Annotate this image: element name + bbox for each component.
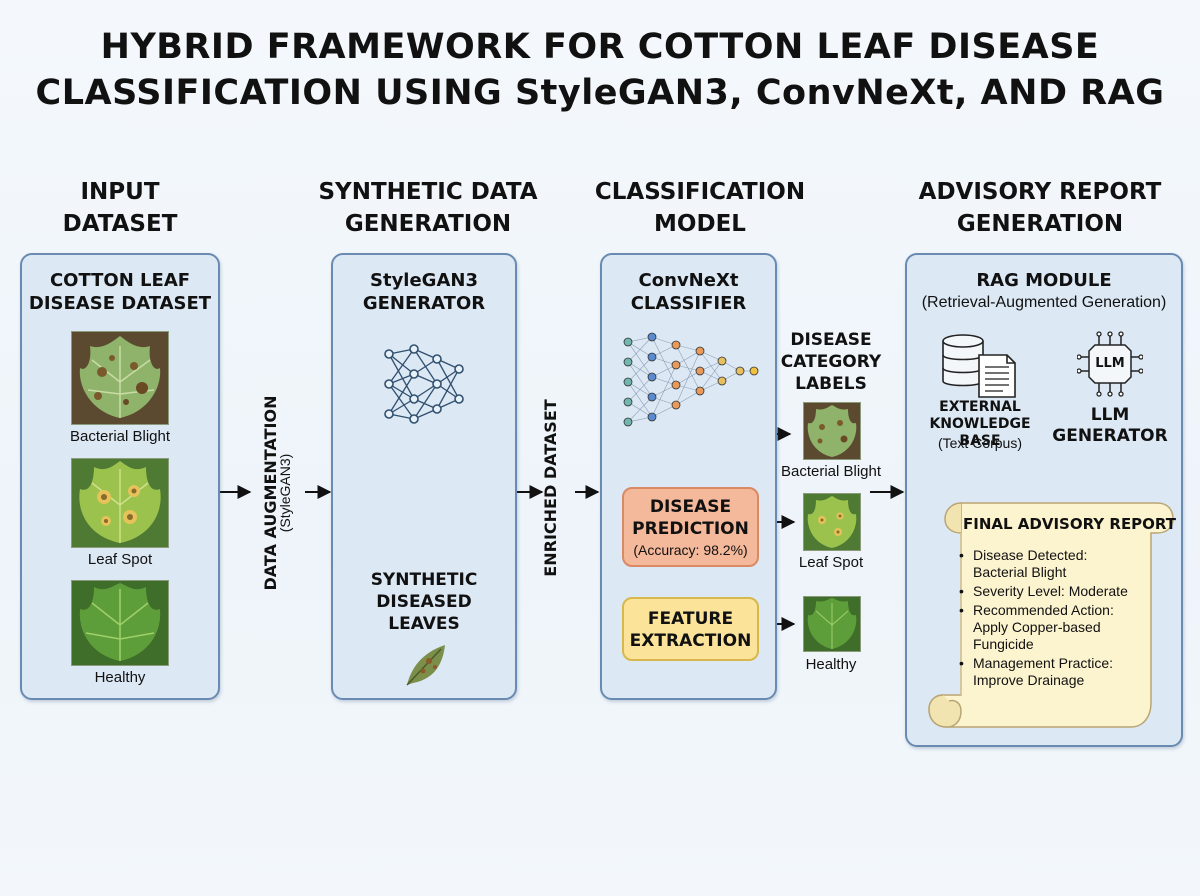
category-healthy-image (803, 596, 861, 652)
report-title: FINAL ADVISORY REPORT (963, 515, 1177, 533)
enriched-dataset-label: ENRICHED DATASET (541, 399, 560, 577)
report-item-action: Recommended Action: Apply Copper-based F… (959, 602, 1139, 653)
category-healthy-label: Healthy (805, 656, 857, 673)
knowledge-base-sub: (Text Corpus) (937, 435, 1023, 451)
llm-icon-text: LLM (1095, 356, 1125, 371)
title-line-2: CLASSIFICATION USING StyleGAN3, ConvNeXt… (35, 73, 1165, 113)
disease-prediction-box: DISEASE PREDICTION (Accuracy: 98.2%) (622, 487, 759, 567)
category-bacterial-blight-image (803, 402, 861, 460)
input-panel-title: COTTON LEAF DISEASE DATASET (28, 270, 212, 314)
healthy-leaf-image (71, 580, 169, 666)
synthetic-leaves-label: SYNTHETIC DISEASED LEAVES (370, 570, 478, 634)
disease-category-labels-title: DISEASE CATEGORY LABELS (780, 330, 882, 394)
leaf-spot-image (71, 458, 169, 548)
column-heading-synthetic: SYNTHETIC DATA GENERATION (318, 179, 538, 237)
data-augmentation-sub: (StyleGAN3) (277, 453, 293, 533)
category-bacterial-blight-label: Bacterial Blight (780, 463, 882, 480)
category-leaf-spot-image (803, 493, 861, 551)
convnext-network-icon (623, 332, 759, 427)
knowledge-base-icon (942, 334, 1016, 398)
rag-panel-title: RAG MODULE (976, 270, 1112, 291)
disease-prediction-title: DISEASE PREDICTION (632, 497, 749, 539)
neural-network-icon (384, 344, 464, 424)
column-heading-classification: CLASSIFICATION MODEL (594, 179, 806, 237)
caption-leaf-spot: Leaf Spot (87, 551, 153, 568)
stylegan3-panel-title: StyleGAN3 GENERATOR (362, 270, 486, 314)
page-title: HYBRID FRAMEWORK FOR COTTON LEAF DISEASE… (0, 24, 1200, 116)
report-item-severity: Severity Level: Moderate (959, 583, 1139, 600)
convnext-panel-title: ConvNeXt CLASSIFIER (630, 270, 747, 314)
input-dataset-panel: COTTON LEAF DISEASE DATASET Bacterial Bl… (20, 253, 220, 700)
caption-bacterial-blight: Bacterial Blight (69, 428, 171, 445)
stylegan3-panel: StyleGAN3 GENERATOR SYNTHETIC DISEASED L… (331, 253, 517, 700)
report-list: Disease Detected: Bacterial Blight Sever… (959, 547, 1139, 691)
data-augmentation-label: DATA AUGMENTATION (StyleGAN3) (261, 393, 293, 593)
report-item-management: Management Practice: Improve Drainage (959, 655, 1139, 689)
report-item-disease: Disease Detected: Bacterial Blight (959, 547, 1139, 581)
data-augmentation-text: DATA AUGMENTATION (261, 395, 280, 591)
llm-generator-label: LLM GENERATOR (1052, 405, 1168, 446)
caption-healthy: Healthy (94, 669, 146, 686)
synthetic-leaf-icon (406, 645, 445, 686)
llm-chip-icon (1077, 331, 1143, 397)
knowledge-base-label: EXTERNAL KNOWLEDGE BASE (929, 399, 1031, 449)
column-heading-advisory: ADVISORY REPORT GENERATION (918, 179, 1162, 237)
category-leaf-spot-label: Leaf Spot (798, 554, 864, 571)
title-line-1: HYBRID FRAMEWORK FOR COTTON LEAF DISEASE (100, 27, 1100, 67)
rag-panel-subtitle: (Retrieval-Augmented Generation) (921, 294, 1167, 311)
column-heading-input: INPUT DATASET (62, 179, 178, 237)
convnext-panel: ConvNeXt CLASSIFIER DISEASE PREDICTION (… (600, 253, 777, 700)
feature-extraction-box: FEATURE EXTRACTION (622, 597, 759, 661)
bacterial-blight-image (71, 331, 169, 425)
prediction-accuracy: (Accuracy: 98.2%) (633, 542, 748, 558)
rag-module-panel: RAG MODULE (Retrieval-Augmented Generati… (905, 253, 1183, 747)
